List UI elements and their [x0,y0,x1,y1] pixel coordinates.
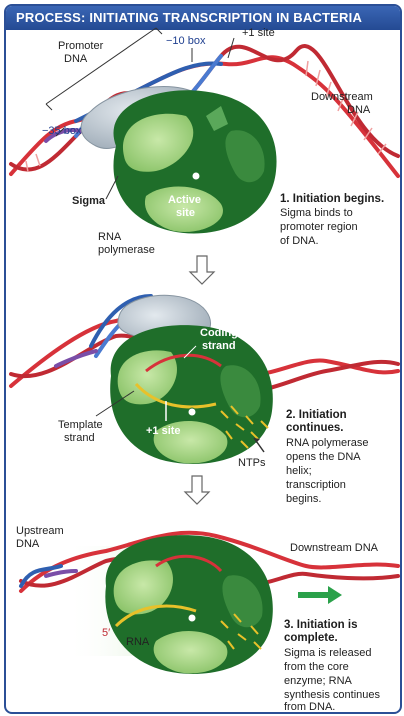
rna-polymerase-3 [105,535,273,674]
coding-strand-label-2: strand [202,340,236,352]
template-strand-label-1: Template [58,419,103,431]
step1-title: 1. Initiation begins. [280,193,384,205]
rna-polymerase-1 [113,90,277,234]
downstream-label-2: DNA [347,104,371,116]
downstream-label-3: Downstream DNA [290,542,379,554]
upstream-label-1: Upstream [16,525,64,537]
ntps-cluster [220,405,269,449]
plus1-label-2: +1 site [146,425,181,437]
figure-title: PROCESS: INITIATING TRANSCRIPTION IN BAC… [6,6,400,30]
step1-desc-2: promoter region [280,221,358,233]
step1-desc-3: of DNA. [280,235,319,247]
down-arrow-icon [188,255,216,285]
promoter-label-2: DNA [64,53,88,65]
step2-title-2: continues. [286,422,344,434]
down-arrow-icon-2 [183,475,211,505]
minus35-label: −35 box [42,125,82,137]
step3-title-1: 3. Initiation is [284,619,357,631]
rna-label: RNA [126,636,150,648]
rnap-label-2: polymerase [98,244,155,256]
rnap-label-1: RNA [98,231,122,243]
step2-title-1: 2. Initiation [286,409,347,421]
template-strand [134,382,217,409]
active-site-label-1: Active [168,194,201,206]
step3-desc-3: enzyme; RNA [284,675,353,687]
step2-desc-1: RNA polymerase [286,437,369,449]
step3-title-2: complete. [284,632,338,644]
coding-strand-label-1: Coding [200,327,238,339]
five-prime-label: 5′ [102,627,110,639]
step3-desc-1: Sigma is released [284,647,371,659]
step2-desc-2: opens the DNA [286,451,361,463]
step2-desc-4: transcription [286,479,346,491]
promoter-bracket [45,27,157,105]
promoter-label-1: Promoter [58,40,104,52]
minus10-label: −10 box [166,35,206,47]
step2-desc-5: begins. [286,493,321,505]
coding-strand [145,353,222,373]
ntps-cluster-3 [220,613,262,650]
ntps-label: NTPs [238,457,266,469]
step2-desc-3: helix; [286,465,312,477]
process-figure: PROCESS: INITIATING TRANSCRIPTION IN BAC… [4,4,402,714]
panel-1: Promoter DNA −10 box +1 site Downstream … [9,27,400,256]
step3-desc-2: from the core [284,661,349,673]
template-strand-label-2: strand [64,432,95,444]
dna-rungs-1 [25,60,387,173]
rna-transcript [114,604,197,628]
rna-polymerase-2 [110,325,273,464]
step3-desc-4: synthesis continues [284,689,380,701]
downstream-label-1: Downstream [311,91,373,103]
diagram-canvas: Promoter DNA −10 box +1 site Downstream … [9,27,400,712]
step3-desc-5: from DNA. [284,701,335,712]
panel-3: Upstream DNA Downstream DNA 5′ RNA 3. In… [16,525,400,712]
sigma-label: Sigma [72,195,106,207]
upstream-label-2: DNA [16,538,40,550]
panel-2: Coding strand Template strand +1 site NT… [9,294,400,505]
step1-desc-1: Sigma binds to [280,207,353,219]
plus1-label-1: +1 site [242,27,275,39]
green-right-arrow-icon [298,586,342,604]
active-site-label-2: site [176,207,195,219]
